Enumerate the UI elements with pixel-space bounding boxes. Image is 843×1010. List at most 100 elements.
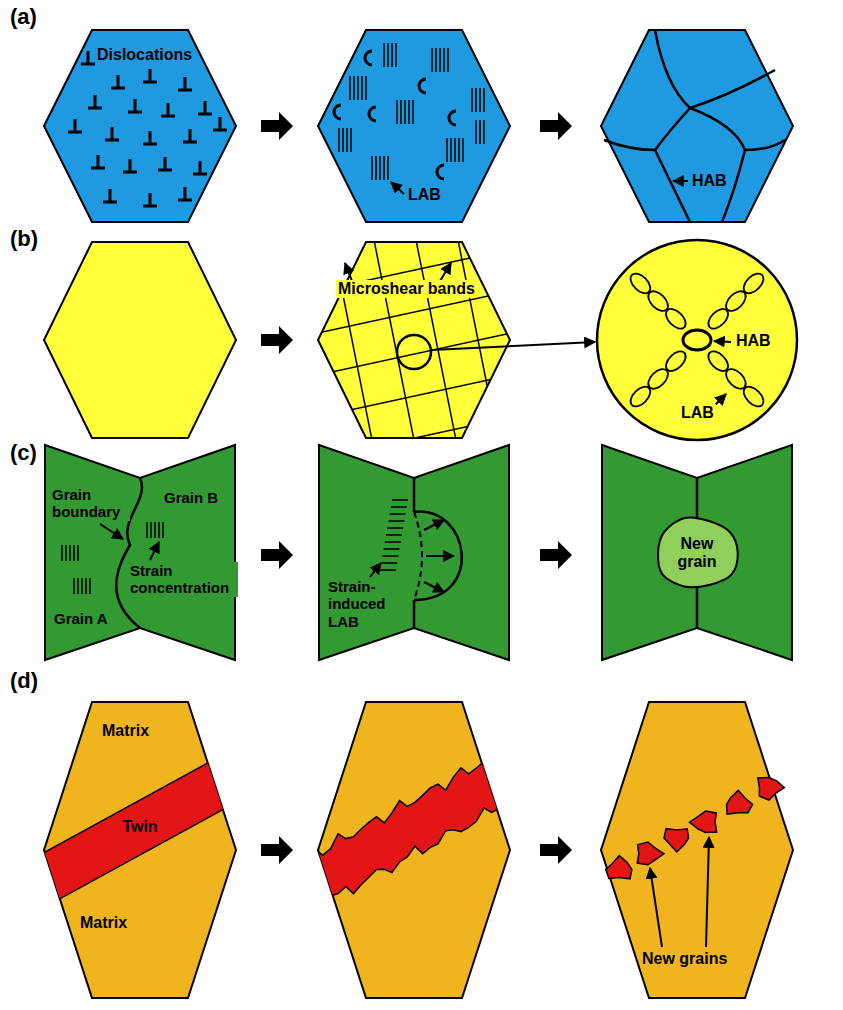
dislocation-symbol [68,119,82,132]
leader-arrow [345,263,352,281]
dislocation-symbol [143,193,157,206]
subgrain [740,383,767,410]
magnified-view [597,240,797,440]
subgrain [627,270,654,297]
magnify-circle [397,335,431,369]
dislocation-symbol [161,103,175,116]
leader-arrow [714,341,731,342]
subgrain [740,270,767,297]
leader-arrow [650,868,662,947]
panel-letter: (a) [8,4,39,29]
recrystallized-grain [664,829,689,852]
shear-band [456,230,501,455]
recrystallized-grain [690,811,717,832]
dislocation-wall [472,88,484,112]
leader-arrow [424,520,444,530]
leader-arrow [673,180,688,182]
step-arrow [261,112,293,140]
migrating-boundary [414,512,462,600]
grain-hexagon [44,242,236,438]
node-text: Twin [122,818,157,836]
dislocation-symbol [178,77,192,90]
label: Dislocations [95,46,194,64]
dislocation-symbol [178,187,192,200]
dislocation-wall [372,156,388,180]
dislocation-wall [350,76,366,100]
dislocation-symbol [143,69,157,82]
strain-induced-lab [380,500,408,570]
recrystallized-grain [727,790,753,814]
dislocation-symbol [103,189,117,202]
dislocation-symbol [143,131,157,144]
step-arrow [540,541,572,569]
label: New grains [640,950,729,968]
new-grain: New grain [652,513,742,593]
recrystallized-grain [637,842,664,865]
step-arrow [540,836,572,864]
shear-band [372,230,417,455]
label: Matrix [100,722,151,740]
recrystallized-grain [606,856,632,879]
label: Strain-induced LAB [326,578,396,630]
grain-boundary [690,70,775,108]
leader-arrow [370,563,381,577]
grain-boundary [690,108,745,150]
dislocation-symbol [105,127,119,140]
shear-band [300,329,530,379]
strain-concentration [147,522,163,538]
shear-band [414,230,459,455]
dislocation-loop [334,105,341,119]
leader-arrow [391,182,404,194]
label: LAB [406,186,443,204]
dislocation-loop [437,165,444,179]
dislocation-symbol [128,99,142,112]
dislocation-symbol [198,101,212,114]
new-grain-outline [658,517,738,587]
grain-boundary [655,108,690,150]
dislocation-loop [369,107,376,121]
grain-boundary [655,30,690,108]
leader-arrow [150,542,159,560]
label: Matrix [78,914,129,932]
dislocation-wall [339,128,351,152]
leader-arrow [706,837,709,947]
dislocation-wall [384,43,396,67]
dislocation-symbol [193,161,207,174]
shear-band [300,371,530,421]
dislocation-loop [365,51,372,65]
grain-boundary [413,600,416,628]
leader-arrow [431,342,595,350]
grain-boundary [655,150,690,222]
dislocation-symbol [81,51,95,64]
strain-concentration [74,578,90,594]
step-arrow [261,541,293,569]
label: HAB [690,172,729,190]
dislocation-symbol [183,129,197,142]
grain-boundary [413,478,416,512]
grain-hexagon [601,30,793,222]
dislocation-symbol [91,155,105,168]
leader-arrow [440,263,451,281]
grain-pair [319,445,509,660]
subgrain [627,383,654,410]
label: Grain B [162,489,220,506]
dislocation-wall [432,48,448,72]
dislocation-symbol [158,157,172,170]
dislocation-symbol [123,159,137,172]
twin-band-outline [44,748,236,908]
panel-letter: (b) [8,226,40,251]
grain-hexagon [44,702,236,998]
leader-arrow [100,524,123,539]
grain-pair [45,445,235,660]
recrystallized-grain [758,778,785,801]
leader-arrow [424,582,444,592]
label: LAB [679,404,716,422]
grain-hexagon [601,702,793,998]
panel-letter: (d) [8,668,40,693]
deformed-twin [307,741,514,911]
grain-boundary [604,140,655,150]
node-text: New grain [672,535,722,572]
shear-band [498,230,543,455]
original-boundary [414,512,422,600]
